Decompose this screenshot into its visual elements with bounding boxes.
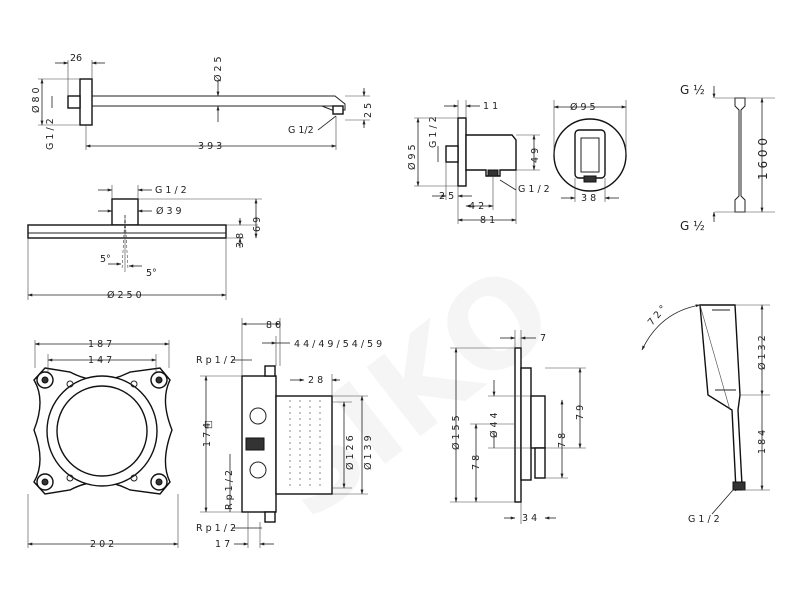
plate-dim-hole-spacing: 1 4 7: [88, 355, 112, 366]
outlet-dim-stub-length: 2 5: [439, 191, 454, 202]
hand-shower-view: 7 2 ° Ø 1 3 2 1 8 4 G 1 / 2: [641, 303, 770, 525]
outlet-flange: [457, 117, 467, 187]
finish-dim-lower-height-right: 7 8: [557, 433, 568, 448]
basic-dim-thread-bottom: R p 1 / 2: [196, 523, 236, 534]
wall-outlet-side-view: 1 1 G 1 / 2 Ø 9 5 4 9 2 5 G 1 / 2 4 2 8 …: [407, 100, 550, 226]
arm-dim-outlet-thread: G 1/2: [288, 125, 314, 136]
basic-dim-wall-depths: 4 4 / 4 9 / 5 4 / 5 9: [294, 339, 382, 350]
outlet-body: [465, 134, 517, 177]
hose-body: [734, 97, 746, 213]
outlet-dim-body-height: 4 9: [530, 148, 541, 163]
finish-dim-knob-diameter: Ø 4 4: [489, 412, 500, 438]
finish-plate: [514, 347, 522, 503]
basic-set-view: 8 0 4 4 / 4 9 / 5 4 / 5 9 R p 1 / 2 2 8 …: [196, 318, 382, 550]
outlet-front-dim-diameter: Ø 9 5: [570, 102, 596, 113]
outlet-dim-flange-diameter: Ø 9 5: [407, 144, 418, 170]
outlet-dim-total-depth: 8 1: [480, 215, 495, 226]
plate-ring-inner: [56, 385, 148, 477]
finish-dim-lower-height-left: 7 8: [471, 455, 482, 470]
overhead-dim-tilt-left: 5°: [100, 254, 111, 265]
outlet-dim-outlet-position: 4 2: [469, 201, 484, 212]
overhead-dim-thread: G 1 / 2: [155, 185, 187, 196]
hand-shower-body: [699, 304, 743, 492]
basic-dim-sleeve-inner: Ø 1 2 6: [345, 435, 356, 470]
basic-dim-sleeve-outer: Ø 1 3 9: [363, 435, 374, 470]
overhead-dim-connector-diameter: Ø 3 9: [156, 206, 182, 217]
hand-shower-dim-length: 1 8 4: [757, 430, 768, 454]
outlet-dim-flange-depth: 1 1: [483, 101, 498, 112]
wall-outlet-front-view: Ø 9 5 3 8: [553, 100, 627, 204]
arm-wall-flange: [79, 78, 93, 126]
outlet-thread-stub: [445, 145, 459, 163]
outlet-front-dim-width: 3 8: [581, 193, 596, 204]
finish-set-view: 7 Ø 1 5 5 Ø 4 4 7 9 7 8 7 8 3 4: [450, 330, 586, 524]
finish-dim-plate-thickness: 7: [540, 333, 546, 344]
arm-dim-length: 3 9 3: [198, 141, 222, 152]
installation-plate-view: 1 8 7 1 4 7 2 0 2: [27, 339, 179, 550]
outlet-dim-outlet-thread: G 1 / 2: [518, 184, 550, 195]
hand-shower-dim-angle: 7 2 °: [646, 303, 669, 328]
overhead-dim-tilt-right: 5°: [146, 268, 157, 279]
finish-dim-total-depth: 3 4: [522, 513, 537, 524]
shower-arm-view: 26 Ø 8 0 G 1 / 2 Ø 2 5 G 1/2 2 5 3 9 3: [31, 53, 374, 152]
plate-dim-width-outer: 1 8 7: [88, 339, 112, 350]
finish-rosette: [520, 367, 532, 481]
hand-shower-dim-head-diameter: Ø 1 3 2: [757, 335, 768, 370]
overhead-dim-plate-height: 3 8: [235, 233, 246, 248]
basic-dim-height: 1 7 4: [202, 423, 213, 447]
basic-dim-bottom-offset: 1 7: [215, 539, 230, 550]
arm-dim-flange-depth: 26: [70, 53, 82, 64]
basic-dim-square-symbol: □: [204, 419, 213, 430]
hose-dim-top-thread: G ½: [680, 83, 705, 97]
hose-view: G ½ G ½ 1 6 0 0: [680, 83, 775, 233]
finish-dim-plate-diameter: Ø 1 5 5: [451, 415, 462, 450]
basic-dim-depth: 8 0: [266, 320, 281, 331]
hand-shower-dim-thread: G 1 / 2: [688, 514, 720, 525]
basic-dim-thread-top: R p 1 / 2: [196, 355, 236, 366]
arm-dim-drop: 2 5: [363, 103, 374, 118]
plate-dim-width-total: 2 0 2: [90, 539, 114, 550]
finish-dim-upper-height: 7 9: [575, 405, 586, 420]
finish-knob: [530, 395, 546, 449]
overhead-plate: [27, 224, 227, 239]
arm-dim-flange-diameter: Ø 8 0: [31, 87, 42, 113]
basic-sleeve: [275, 395, 333, 495]
hand-shower-connector: [732, 481, 746, 491]
overhead-shower-view: G 1 / 2 Ø 3 9 3 8 6 9 5° 5° Ø 2 5 0: [27, 185, 263, 301]
hose-dim-bottom-thread: G ½: [680, 219, 705, 233]
outlet-front-holder: [574, 129, 606, 179]
outlet-dim-inlet-thread: G 1 / 2: [428, 116, 439, 148]
basic-dim-sleeve-depth: 2 8: [308, 375, 323, 386]
overhead-dim-total-height: 6 9: [252, 217, 263, 232]
hose-dim-length: 1 6 0 0: [756, 138, 770, 180]
arm-thread-stub: [67, 95, 81, 109]
overhead-dim-diameter: Ø 2 5 0: [107, 290, 142, 301]
basic-dim-thread-mid: R p 1 / 2: [224, 470, 235, 510]
arm-dim-tube-diameter: Ø 2 5: [213, 56, 224, 82]
arm-dim-thread: G 1 / 2: [45, 118, 56, 150]
